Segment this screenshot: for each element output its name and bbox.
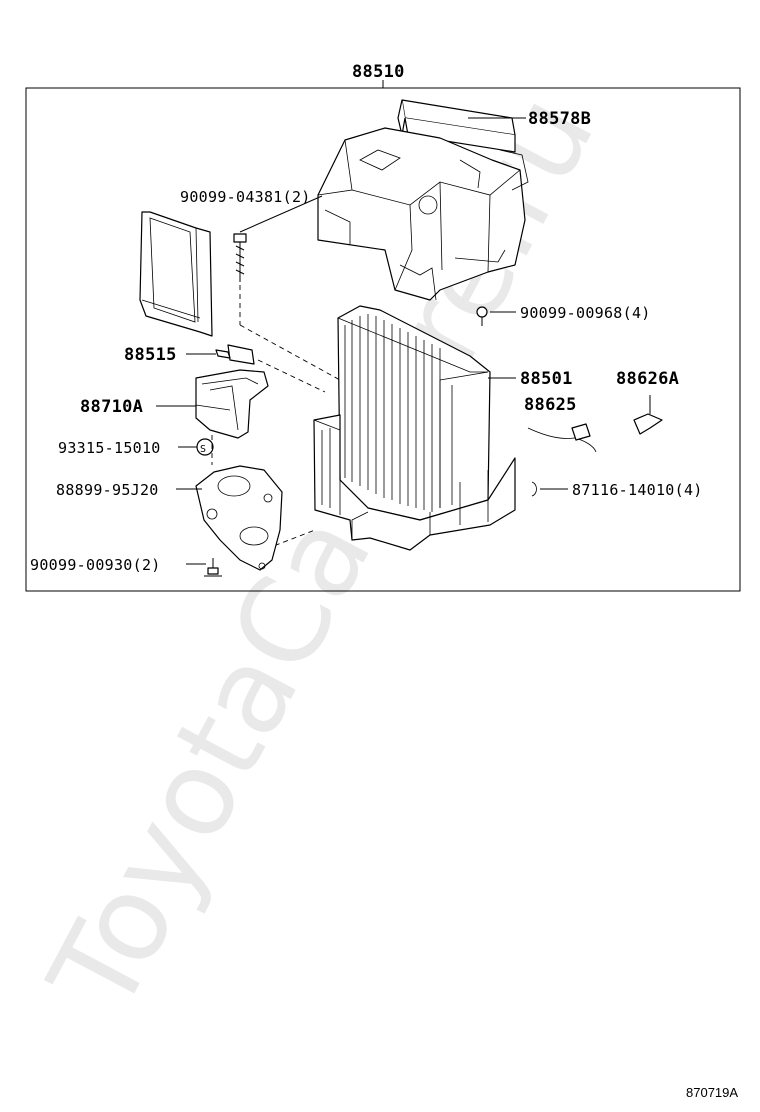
oring-part[interactable]: S xyxy=(196,438,214,456)
thermistor-clamp-part[interactable] xyxy=(633,395,663,435)
thermistor-part[interactable] xyxy=(527,423,597,453)
label-bolt-upper: 90099-04381(2) xyxy=(180,188,311,206)
label-oring: 93315-15010 xyxy=(58,439,161,457)
bolt-lower-part[interactable] xyxy=(204,558,222,577)
bolt-upper-part[interactable] xyxy=(233,233,247,282)
label-assembly: 88510 xyxy=(352,62,405,82)
resistor-part[interactable] xyxy=(215,344,255,365)
label-duct: 88578B xyxy=(528,109,591,129)
clip-part[interactable] xyxy=(531,481,537,497)
label-thermistor-clamp: 88626A xyxy=(616,369,679,389)
evaporator-part[interactable] xyxy=(337,305,491,521)
label-screw-upper: 90099-00968(4) xyxy=(520,304,651,322)
valve-part[interactable] xyxy=(195,465,283,571)
label-tube: 88710A xyxy=(80,397,143,417)
screw-upper-part[interactable] xyxy=(476,306,488,326)
label-resistor: 88515 xyxy=(124,345,177,365)
label-bolt-lower: 90099-00930(2) xyxy=(30,556,161,574)
seal-frame-part[interactable] xyxy=(139,211,213,337)
lower-case-part[interactable] xyxy=(313,414,516,551)
tube-part[interactable] xyxy=(195,369,269,439)
label-thermistor: 88625 xyxy=(524,395,577,415)
svg-text:S: S xyxy=(200,444,206,455)
upper-case-part[interactable] xyxy=(317,99,529,301)
label-valve: 88899-95J20 xyxy=(56,481,159,499)
label-clip: 87116-14010(4) xyxy=(572,481,703,499)
diagram-code: 870719A xyxy=(686,1085,739,1100)
label-evaporator: 88501 xyxy=(520,369,573,389)
